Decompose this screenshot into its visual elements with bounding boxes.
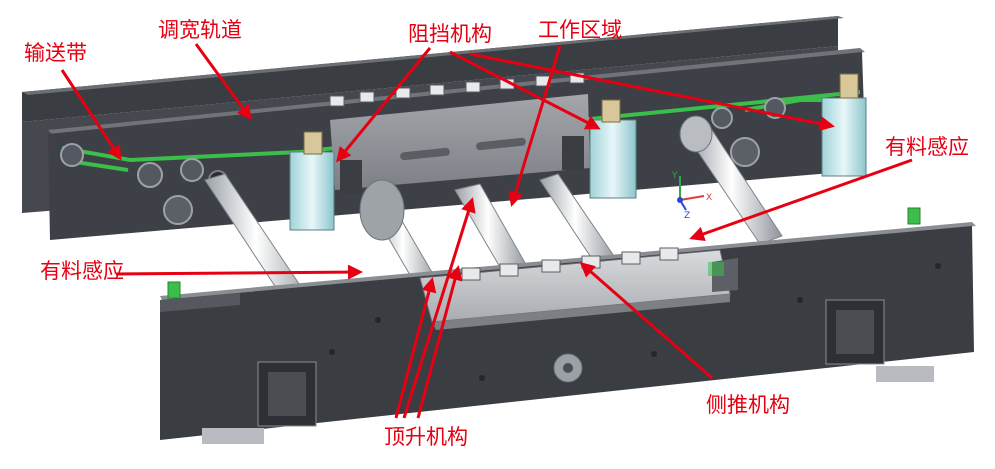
label-stopper: 阻挡机构 [408, 22, 492, 46]
arrow-lift-2 [416, 265, 463, 419]
arrow-rail [194, 43, 252, 121]
label-sensor-left: 有料感应 [40, 259, 124, 283]
rail-holes [329, 263, 941, 381]
arrow-lift-3 [394, 277, 437, 419]
label-side-push: 侧推机构 [706, 393, 790, 417]
axis-z-label: Z [684, 211, 690, 221]
arrow-stopper-left [336, 47, 432, 163]
arrow-sensor-right [689, 158, 913, 242]
annotation-arrows [60, 43, 913, 419]
axis-y-label: Y [671, 171, 678, 181]
arrow-sensor-left [115, 264, 363, 280]
motor-left [202, 361, 317, 444]
arrow-stopper-mid [449, 50, 601, 130]
arrow-stopper-right [469, 52, 835, 132]
label-belt: 输送带 [24, 41, 87, 65]
arrow-lift-1 [402, 197, 476, 419]
side-push-carrier [419, 249, 738, 330]
stopper-cylinder-mid [562, 99, 637, 199]
front-rail [160, 222, 976, 440]
arrow-side-push [579, 262, 713, 380]
arrow-work-area [508, 45, 562, 207]
stopper-cylinder-left [289, 131, 362, 231]
back-clamps [329, 72, 585, 107]
stopper-cylinder-right [821, 73, 867, 177]
arrow-belt [60, 69, 122, 161]
label-lift: 顶升机构 [384, 425, 468, 449]
label-work-area: 工作区域 [538, 18, 622, 42]
sensor-left [167, 281, 181, 299]
label-sensor-right: 有料感应 [885, 135, 969, 159]
label-rail: 调宽轨道 [158, 18, 242, 42]
motor-right [825, 299, 934, 382]
axis-triad: Y X Z [671, 171, 712, 221]
sensor-right [907, 207, 921, 225]
axis-x-label: X [706, 193, 712, 203]
